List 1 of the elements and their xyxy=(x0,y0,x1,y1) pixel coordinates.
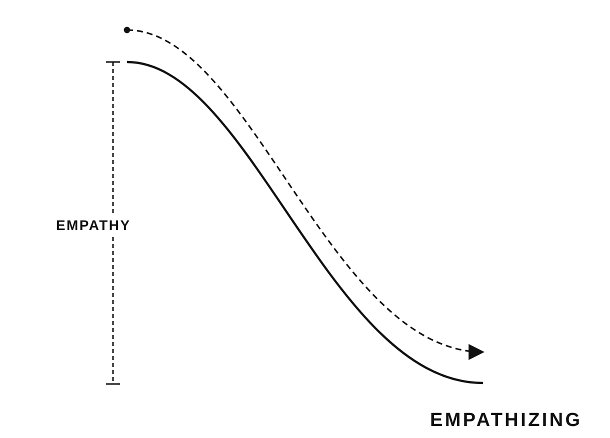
axis-label: EMPATHY xyxy=(56,215,131,235)
